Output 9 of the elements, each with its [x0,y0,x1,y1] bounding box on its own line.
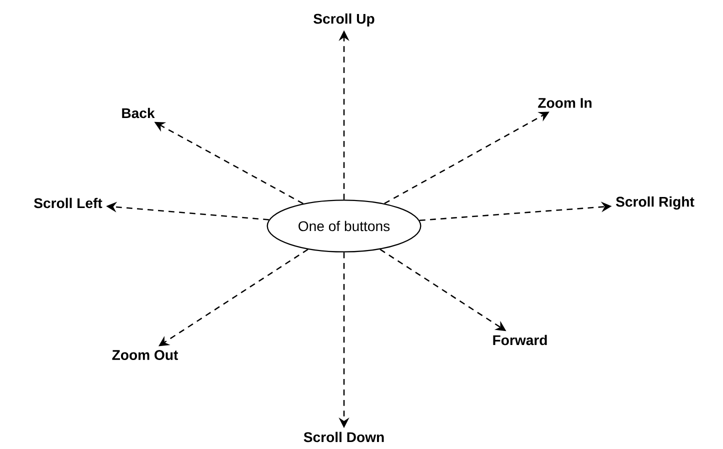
direction-label: Scroll Up [314,13,374,27]
direction-label: Zoom In [538,98,592,108]
direction-label: Scroll Down [304,432,384,442]
direction-label: Forward [493,334,547,346]
direction-label: Back [122,108,155,118]
direction-label: Scroll Left [34,198,102,208]
ellipse-node: One of buttons [266,200,422,252]
direction-label: Scroll Right [616,196,694,210]
direction-label: Zoom Out [112,350,178,360]
